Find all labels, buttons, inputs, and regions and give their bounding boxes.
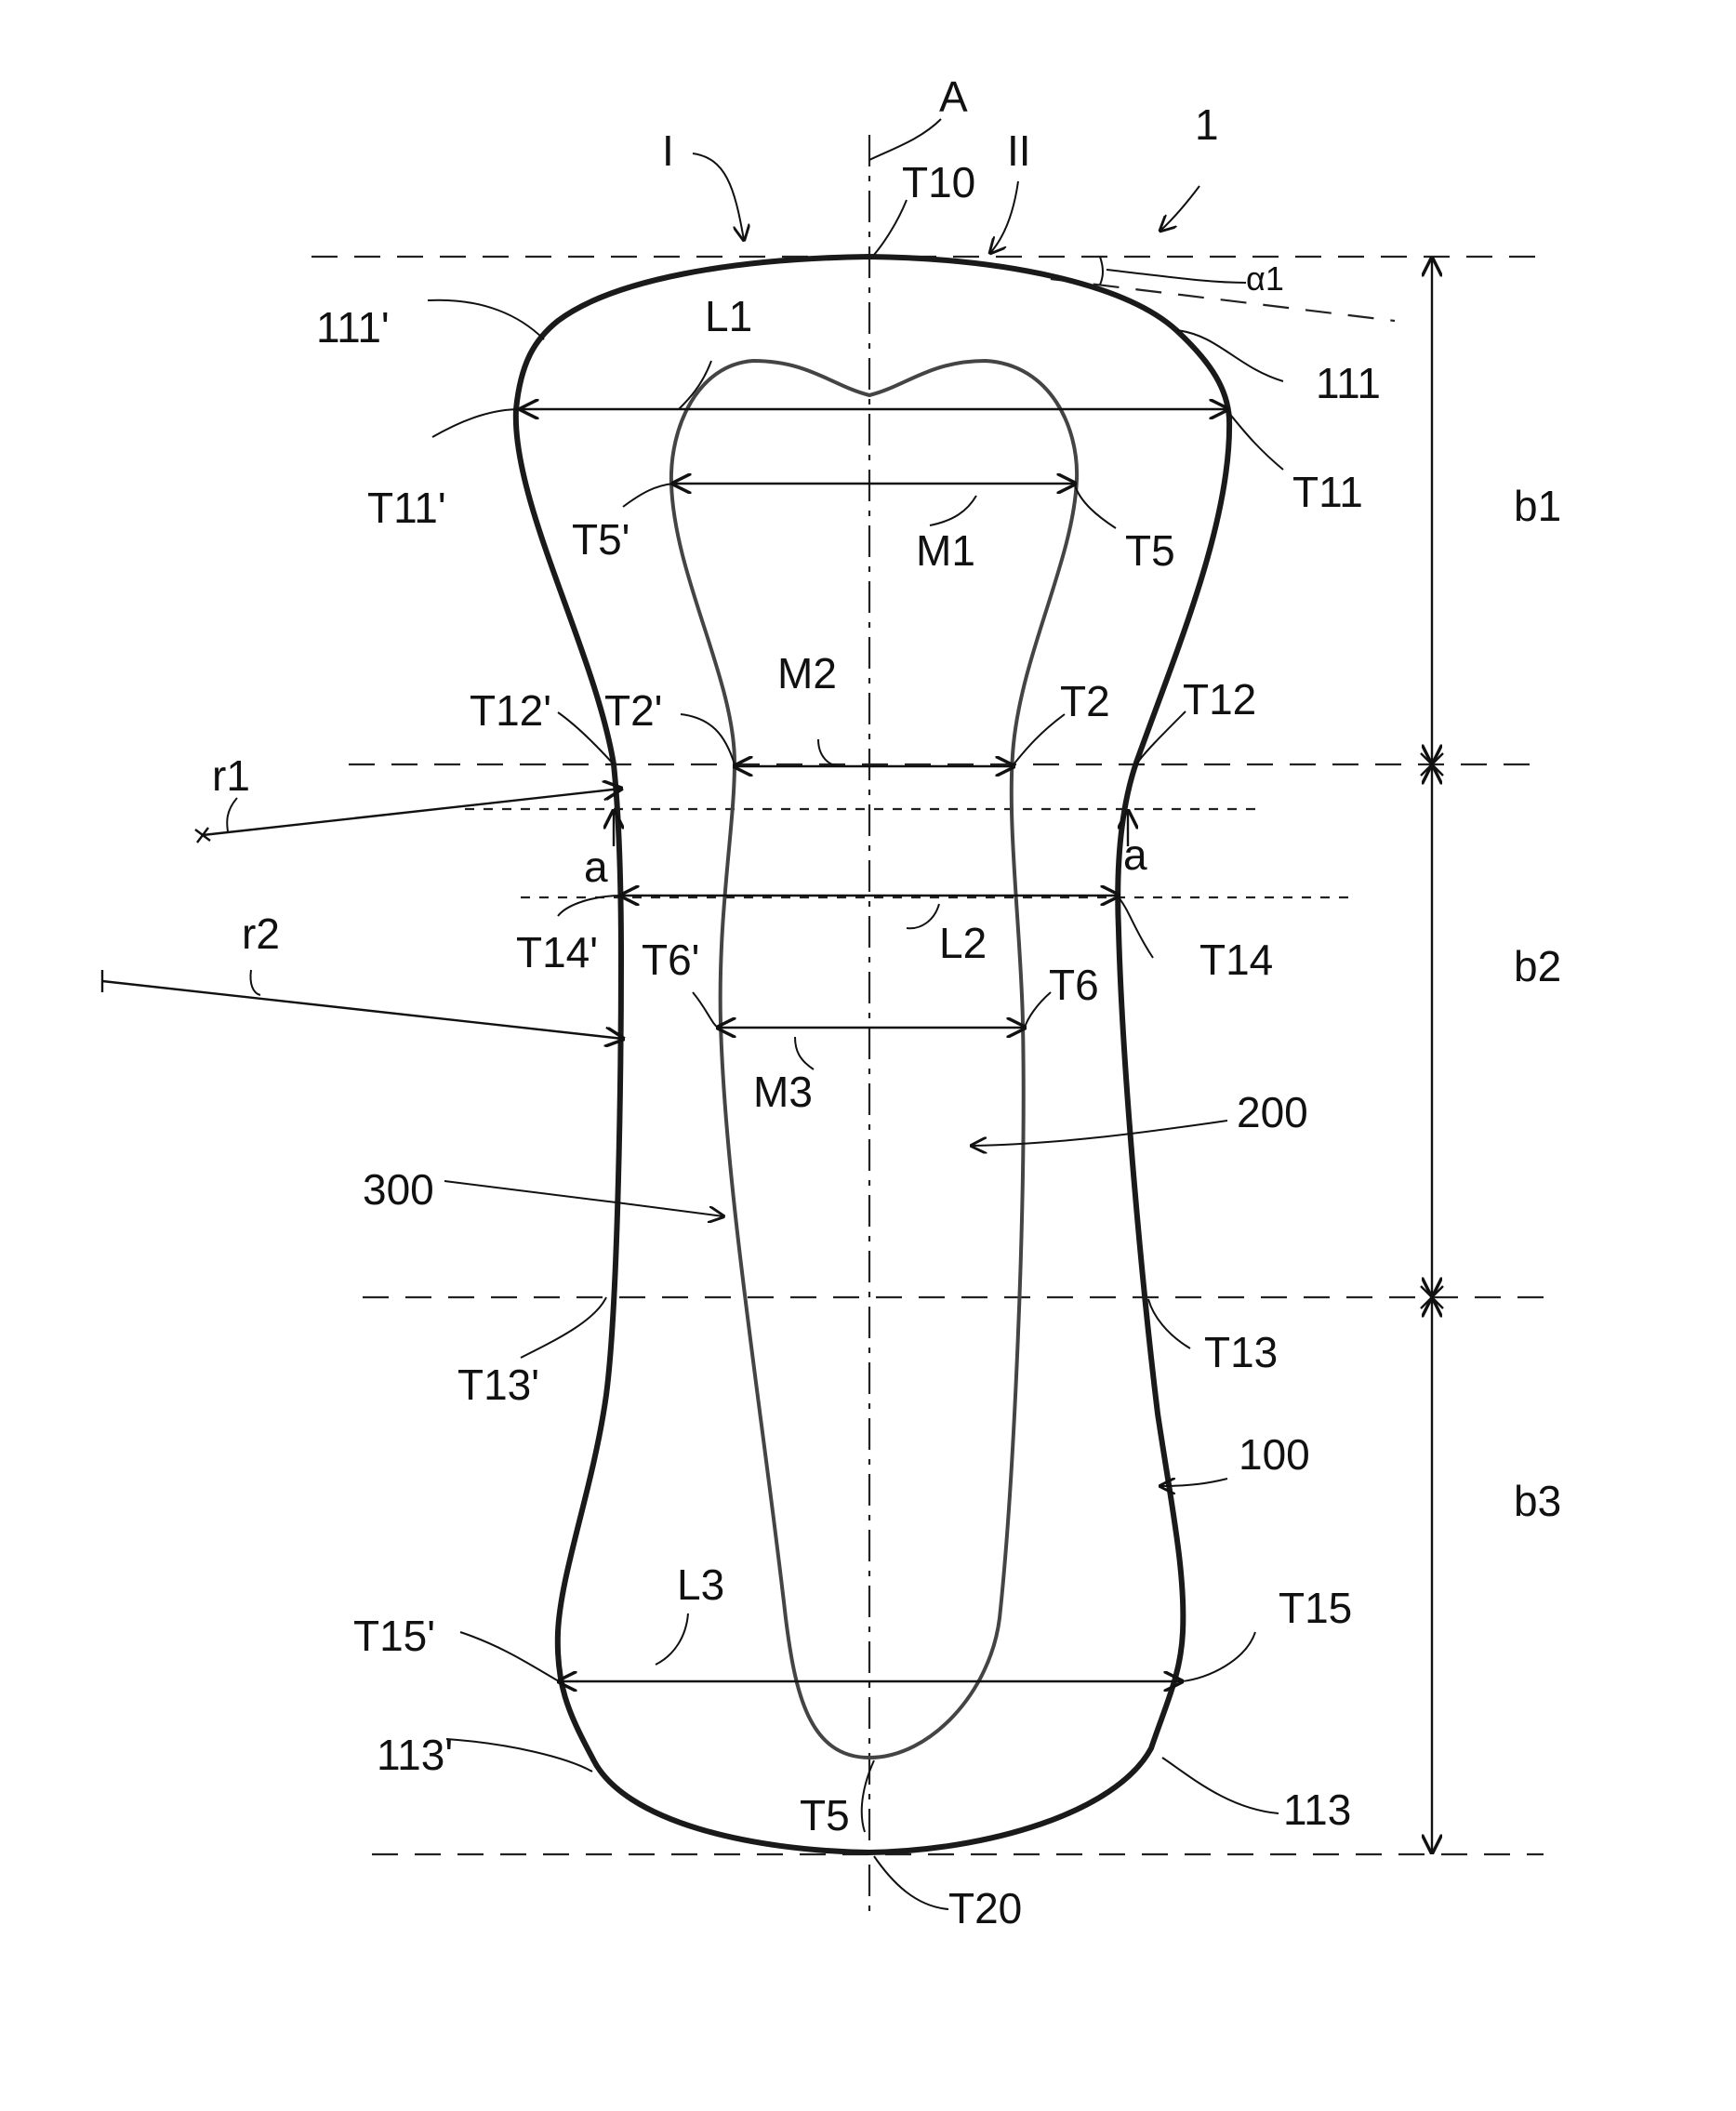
leader-T14	[1119, 897, 1153, 958]
label-T12p: T12'	[470, 686, 551, 735]
leader-T14p	[558, 896, 621, 916]
leader-L3	[656, 1613, 688, 1665]
leader-T6	[1025, 992, 1051, 1028]
leader-200	[972, 1121, 1227, 1146]
leader-T5p	[623, 484, 673, 507]
leader-A	[869, 119, 941, 160]
outer-contour-100	[516, 257, 1229, 1852]
label-111: 111	[1316, 359, 1381, 407]
label-113: 113	[1283, 1786, 1351, 1834]
label-T12: T12	[1183, 675, 1256, 724]
label-100: 100	[1239, 1430, 1310, 1479]
label-L1: L1	[705, 292, 752, 340]
leader-r1	[227, 798, 237, 832]
leader-1	[1160, 186, 1199, 231]
label-M1: M1	[916, 526, 975, 575]
radius-r2-line	[102, 981, 623, 1039]
leader-M2	[818, 739, 841, 766]
leader-L2	[907, 904, 939, 928]
leader-L1	[679, 361, 711, 409]
label-111p: 111'	[316, 303, 390, 352]
leader-T15	[1182, 1632, 1255, 1681]
leader-T13	[1148, 1299, 1190, 1348]
label-r2: r2	[242, 909, 280, 958]
label-T6p: T6'	[642, 936, 699, 984]
leader-111	[1176, 330, 1283, 381]
label-113p: 113'	[377, 1731, 453, 1779]
label-T14: T14	[1199, 936, 1273, 984]
inner-contour-300	[671, 361, 1077, 1758]
label-T10: T10	[902, 158, 975, 206]
leader-T13p	[521, 1297, 606, 1358]
label-r1: r1	[212, 751, 250, 800]
leader-T5-lower	[862, 1760, 874, 1832]
label-T5-upper: T5	[1125, 526, 1175, 575]
label-T13: T13	[1204, 1328, 1278, 1376]
label-II: II	[1007, 126, 1031, 175]
leader-r2	[250, 970, 260, 995]
label-b3: b3	[1514, 1477, 1561, 1525]
label-T5-lower: T5	[800, 1791, 850, 1839]
leader-300	[444, 1181, 723, 1216]
leader-T5-upper	[1075, 485, 1116, 528]
leader-II	[990, 181, 1018, 253]
leader-T15p	[460, 1632, 559, 1681]
label-a-left: a	[584, 843, 608, 891]
leader-T6p	[693, 992, 718, 1028]
radius-r1-line	[203, 789, 621, 835]
label-200: 200	[1237, 1088, 1308, 1136]
leader-T2p	[681, 714, 735, 764]
label-T11: T11	[1292, 468, 1363, 516]
label-1: 1	[1195, 100, 1219, 149]
label-L3: L3	[677, 1560, 724, 1609]
label-T14p: T14'	[516, 928, 598, 976]
leader-T11p	[432, 409, 521, 437]
alpha1-angle-line	[1051, 279, 1395, 321]
leader-111p	[428, 300, 544, 339]
leader-T11	[1227, 411, 1283, 470]
leader-M3	[795, 1037, 814, 1069]
label-a-right: a	[1123, 830, 1147, 879]
label-alpha1: α1	[1246, 259, 1284, 298]
label-M3: M3	[753, 1068, 813, 1116]
label-T13p: T13'	[457, 1361, 539, 1409]
label-M2: M2	[777, 649, 837, 697]
label-T2p: T2'	[604, 686, 662, 735]
label-T2: T2	[1060, 677, 1110, 725]
label-T20: T20	[948, 1884, 1022, 1932]
label-300: 300	[363, 1165, 434, 1214]
label-L2: L2	[939, 919, 987, 967]
leader-I	[693, 153, 744, 240]
label-T11p: T11'	[367, 484, 446, 532]
leader-113p	[446, 1739, 592, 1772]
leader-T20	[874, 1856, 948, 1909]
leader-M1	[930, 496, 976, 525]
label-T15: T15	[1279, 1584, 1352, 1632]
label-b1: b1	[1514, 482, 1561, 530]
leader-T2	[1014, 714, 1065, 764]
label-T5p: T5'	[572, 515, 629, 564]
label-I: I	[662, 126, 674, 175]
alpha1-arc	[1100, 257, 1103, 285]
label-T15p: T15'	[353, 1612, 435, 1660]
label-T6: T6	[1049, 961, 1099, 1009]
leader-T10	[874, 200, 907, 255]
alpha1-leader	[1107, 270, 1246, 283]
leader-113	[1162, 1758, 1279, 1813]
label-A: A	[939, 73, 968, 121]
label-b2: b2	[1514, 942, 1561, 990]
